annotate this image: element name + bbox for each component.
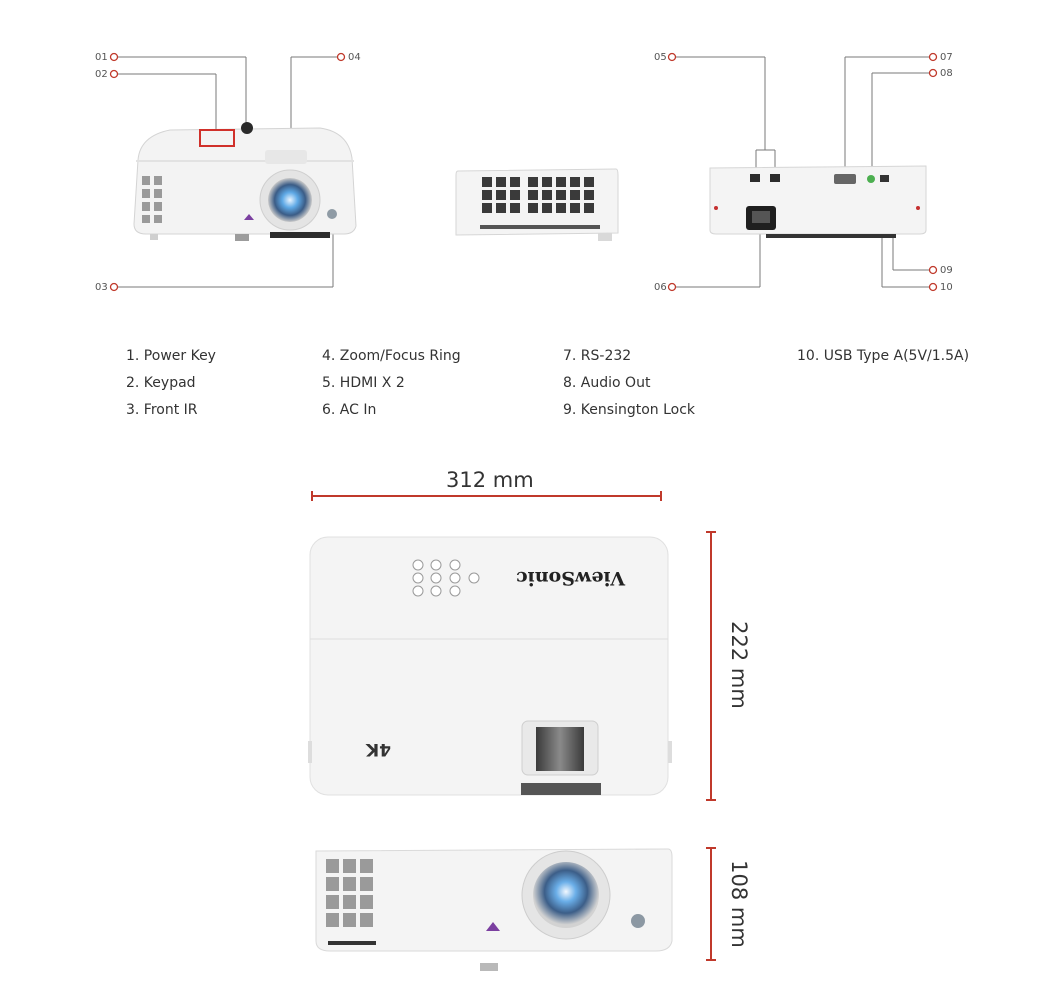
spec-item: 6. AC In	[322, 402, 377, 418]
projector-side-image	[455, 168, 619, 241]
brand-logo-text: ViewSonic	[516, 567, 626, 589]
callout-07: 07	[940, 52, 953, 63]
callout-06: 06	[654, 282, 667, 293]
callout-01: 01	[95, 52, 108, 63]
projector-front-large-image	[315, 848, 673, 971]
dimension-lines	[311, 491, 716, 961]
projector-rear-image	[709, 165, 927, 238]
callout-04: 04	[348, 52, 361, 63]
spec-item: 10. USB Type A(5V/1.5A)	[797, 348, 970, 364]
spec-item: 7. RS-232	[563, 348, 632, 364]
spec-item: 9. Kensington Lock	[563, 402, 696, 418]
spec-item: 2. Keypad	[126, 375, 196, 391]
callout-05: 05	[654, 52, 667, 63]
projector-front-image	[133, 122, 357, 241]
callout-02: 02	[95, 69, 108, 80]
projector-top-image: ViewSonic 4K	[306, 535, 672, 805]
spec-item: 4. Zoom/Focus Ring	[322, 348, 461, 364]
dimension-depth-label: 222 mm	[727, 621, 751, 709]
dimension-width-label: 312 mm	[446, 468, 534, 492]
callout-03: 03	[95, 282, 108, 293]
callout-09: 09	[940, 265, 953, 276]
4k-badge: 4K	[366, 739, 392, 759]
spec-item: 5. HDMI X 2	[322, 375, 405, 391]
dimension-height-label: 108 mm	[727, 860, 751, 948]
spec-item: 3. Front IR	[126, 402, 198, 418]
callout-08: 08	[940, 68, 953, 79]
spec-item: 1. Power Key	[126, 348, 216, 364]
spec-item: 8. Audio Out	[563, 375, 651, 391]
callout-10: 10	[940, 282, 953, 293]
